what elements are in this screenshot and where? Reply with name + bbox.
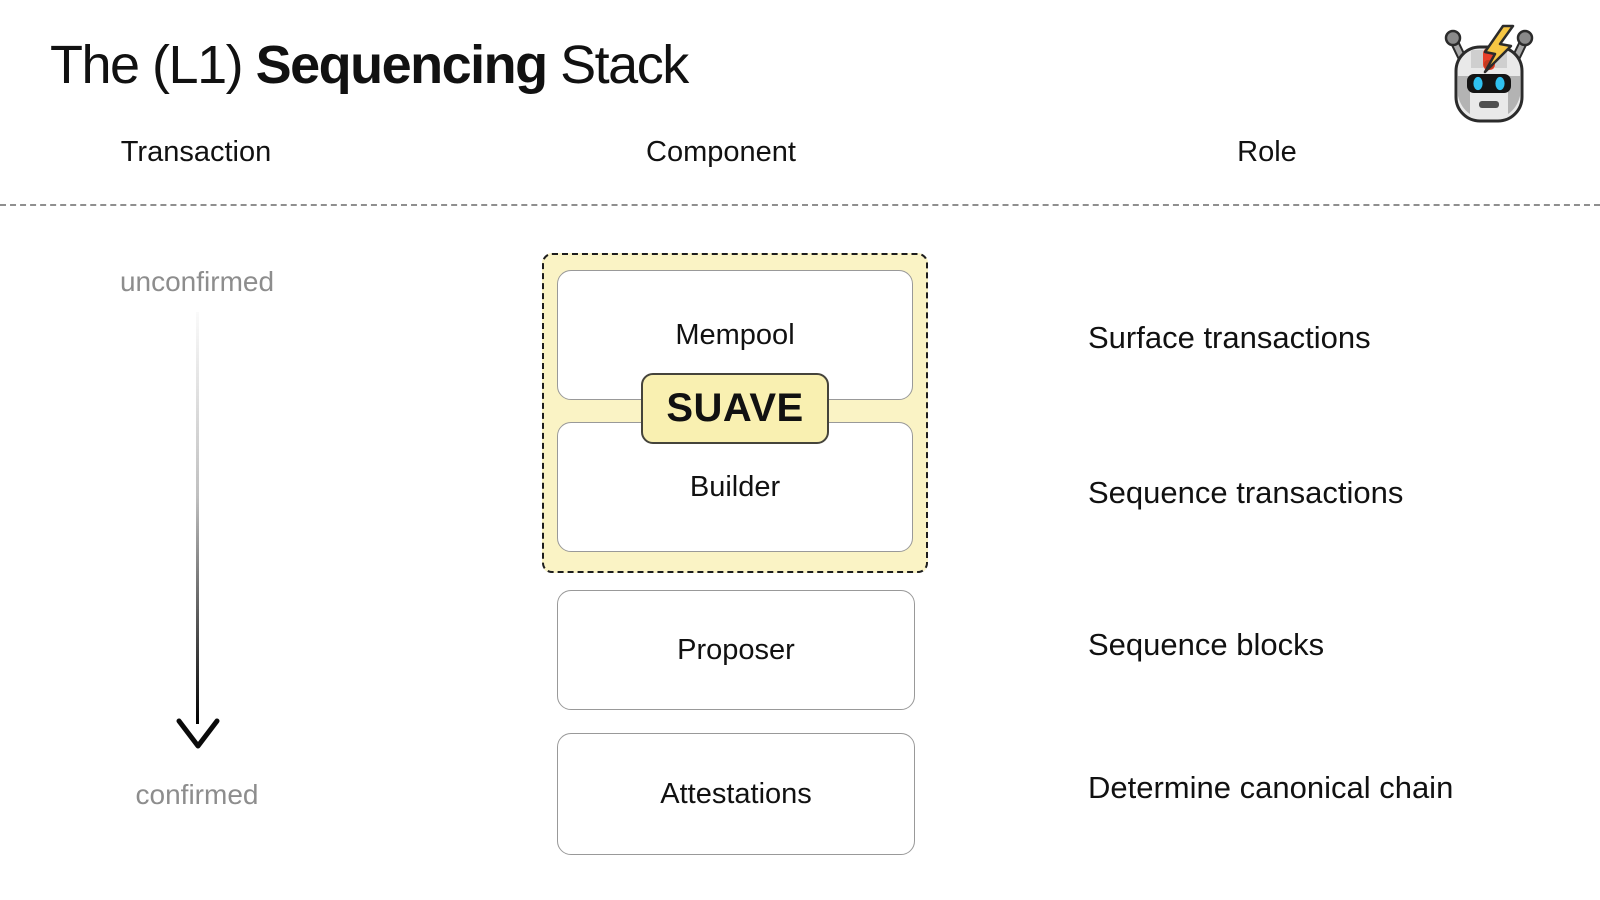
flow-arrow-head-icon <box>176 718 220 755</box>
suave-group-container: Mempool Builder SUAVE <box>542 253 928 573</box>
column-header-transaction: Transaction <box>120 136 272 168</box>
column-header-role: Role <box>1237 136 1297 168</box>
column-header-component: Component <box>646 136 796 168</box>
role-label-sequence-blocks: Sequence blocks <box>1088 627 1325 662</box>
role-label-determine-canonical-chain: Determine canonical chain <box>1088 770 1454 805</box>
component-label: Builder <box>689 470 781 503</box>
title-highlight: Sequencing <box>255 35 549 95</box>
flow-label-unconfirmed: unconfirmed <box>119 266 275 297</box>
page-title: The (L1) Sequencing Stack <box>50 34 689 96</box>
flow-label-confirmed: confirmed <box>135 779 259 810</box>
role-label-surface-transactions: Surface transactions <box>1088 320 1371 355</box>
component-box-attestations: Attestations <box>557 733 915 855</box>
title-post: Stack <box>546 35 689 95</box>
suave-badge-label: SUAVE <box>666 386 804 430</box>
component-box-proposer: Proposer <box>557 590 915 710</box>
header-divider <box>0 204 1600 206</box>
role-label-sequence-transactions: Sequence transactions <box>1088 475 1404 510</box>
title-pre: The (L1) <box>50 35 256 95</box>
robot-lightning-icon <box>1441 24 1537 131</box>
flow-arrow-shaft <box>196 312 199 724</box>
suave-badge: SUAVE <box>641 373 829 444</box>
component-label: Attestations <box>660 777 812 810</box>
component-label: Proposer <box>677 633 795 666</box>
component-label: Mempool <box>675 318 795 351</box>
